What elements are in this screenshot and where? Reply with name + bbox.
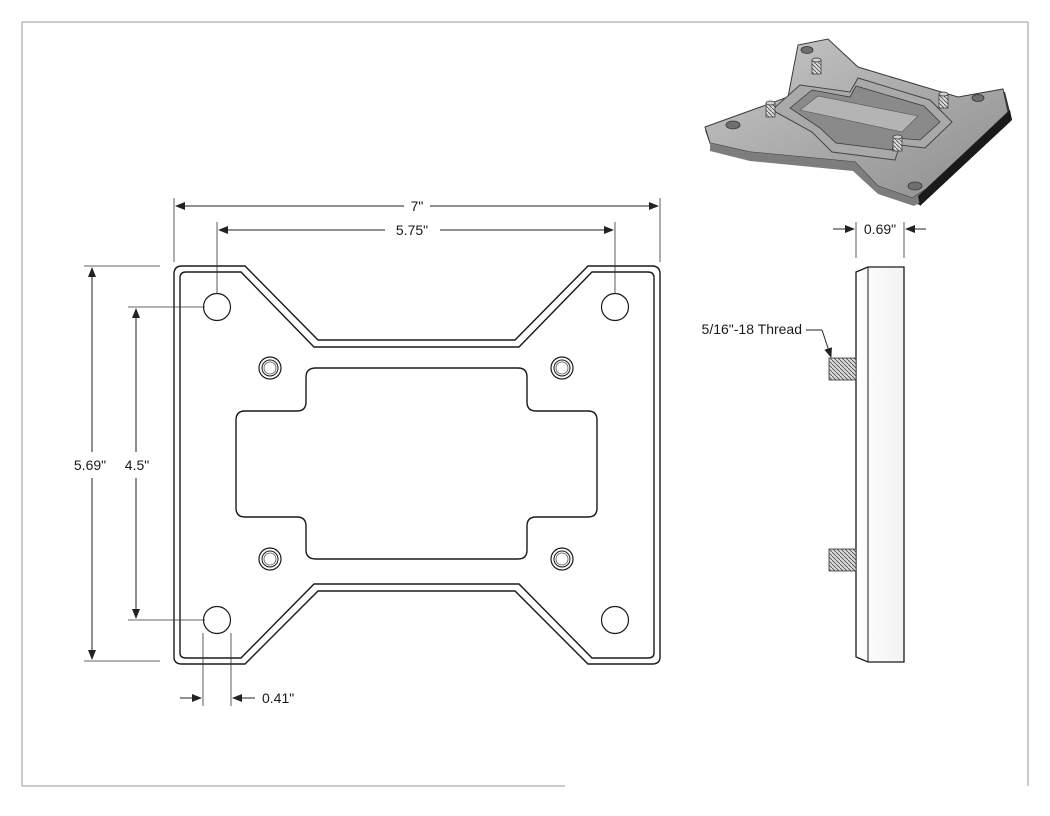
dimension-edge-offset: 0.41" — [180, 633, 294, 706]
stud-boss — [550, 356, 574, 380]
plate-outer-outline — [173, 265, 661, 665]
thread-callout: 5/16"-18 Thread — [702, 321, 832, 358]
dimension-overall-width: 7" — [173, 198, 661, 262]
plate-side-profile — [855, 266, 905, 663]
sheet-border — [21, 21, 1029, 787]
iso-stud — [765, 100, 776, 118]
dimension-label-edge-offset: 0.41" — [262, 690, 294, 706]
mounting-hole — [202, 292, 232, 322]
center-cutout — [235, 367, 598, 560]
stud-boss — [258, 356, 282, 380]
side-view: 0.69" 5/16"-18 Thread — [702, 221, 926, 663]
dimension-label-thickness: 0.69" — [864, 221, 896, 237]
iso-stud — [892, 134, 903, 152]
stud-boss — [258, 547, 282, 571]
dimension-label-overall-height: 5.69" — [74, 457, 106, 473]
iso-stud — [938, 91, 949, 109]
dimension-hole-spacing-y: 4.5" — [125, 306, 205, 621]
dimension-label-hole-spacing-y: 4.5" — [125, 457, 149, 473]
plate-inner-outline — [179, 271, 655, 659]
dimension-overall-height: 5.69" — [74, 265, 160, 662]
front-view: 7" 5.75" 5.69" 4.5" — [74, 198, 661, 706]
side-stud — [828, 548, 857, 572]
thread-callout-label: 5/16"-18 Thread — [702, 321, 802, 337]
stud-boss — [550, 547, 574, 571]
dimension-label-overall-width: 7" — [411, 198, 424, 214]
iso-stud — [811, 57, 822, 75]
isometric-view — [704, 38, 1012, 206]
mounting-hole — [600, 605, 630, 635]
mounting-hole — [600, 292, 630, 322]
side-stud — [828, 357, 857, 381]
dimension-label-hole-spacing-x: 5.75" — [396, 222, 428, 238]
mounting-hole — [202, 605, 232, 635]
dimension-thickness: 0.69" — [833, 221, 926, 258]
dimension-hole-spacing-x: 5.75" — [216, 222, 616, 293]
